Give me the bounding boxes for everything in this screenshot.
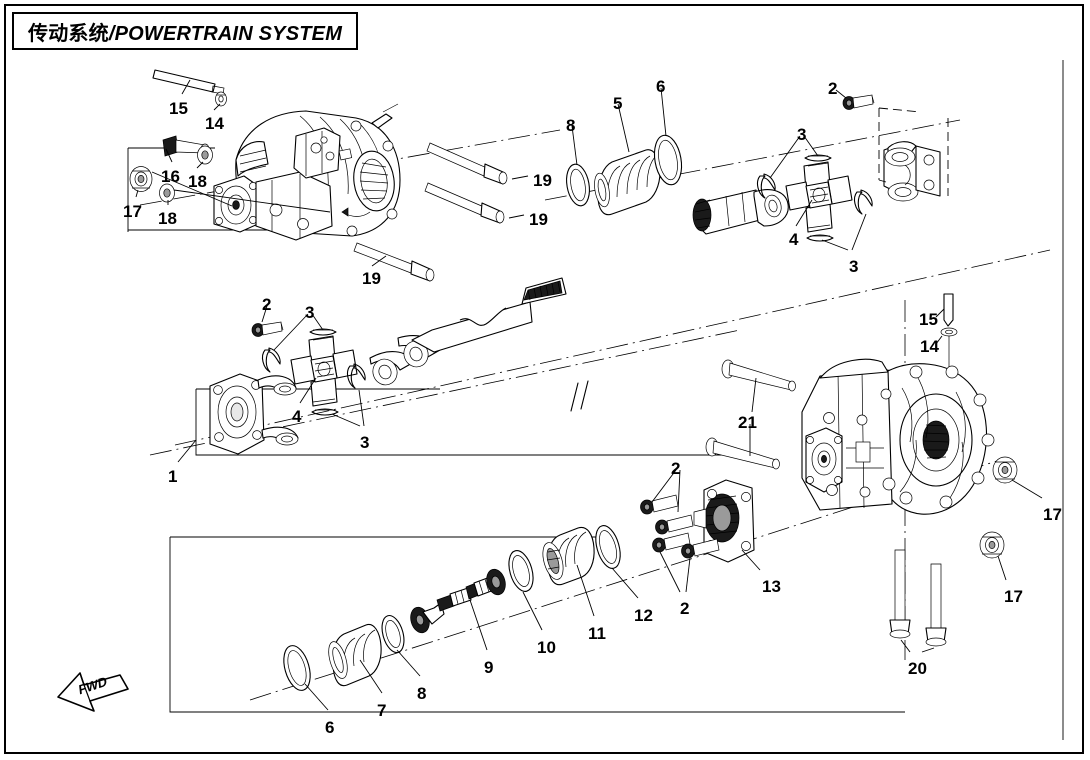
callout-12[interactable]: 12 xyxy=(634,606,653,625)
callout-2c[interactable]: 2 xyxy=(671,459,681,478)
part-20-bolt-a xyxy=(889,549,911,639)
page-title: 传动系统/POWERTRAIN SYSTEM xyxy=(28,17,342,46)
callout-6b[interactable]: 6 xyxy=(325,718,335,737)
part-17-nut-right-b xyxy=(979,531,1005,559)
rear-gearbox-assembly xyxy=(705,293,1018,647)
part-19-bolt-c xyxy=(353,242,435,282)
callout-8a[interactable]: 8 xyxy=(566,116,576,135)
callout-2a[interactable]: 2 xyxy=(262,295,272,314)
part-6-clamp-upper xyxy=(653,134,683,186)
part-21-bolt-a xyxy=(721,359,796,392)
front-differential-housing xyxy=(213,103,401,241)
callout-20[interactable]: 20 xyxy=(908,659,927,678)
callout-19c[interactable]: 19 xyxy=(362,269,381,288)
front-shaft-stub-yoke xyxy=(692,189,789,235)
part-3-snap-ring-mid-d xyxy=(346,363,366,389)
propeller-shaft-tube xyxy=(369,277,567,386)
callout-18a[interactable]: 18 xyxy=(188,172,207,191)
part-14-clip-right xyxy=(940,327,958,337)
page-title-chinese: 传动系统 xyxy=(28,20,109,45)
forward-direction-marker: FWD xyxy=(48,655,168,717)
callout-3a[interactable]: 3 xyxy=(305,303,315,322)
part-3-snap-ring-mid-c xyxy=(311,408,339,416)
callout-leader-lines xyxy=(135,79,1043,711)
page-title-english: POWERTRAIN SYSTEM xyxy=(114,22,343,45)
part-2-bolt-lower-c xyxy=(652,532,691,553)
front-flange-yoke xyxy=(883,141,941,202)
callout-6a[interactable]: 6 xyxy=(656,77,666,96)
callout-4b[interactable]: 4 xyxy=(789,230,799,249)
part-15-pin-right xyxy=(943,293,954,327)
callout-17a[interactable]: 17 xyxy=(123,202,142,221)
rear-gearbox-housing xyxy=(801,358,995,515)
part-17-nut-left xyxy=(129,166,153,192)
callout-19a[interactable]: 19 xyxy=(533,171,552,190)
part-12-outer-ring xyxy=(595,525,621,569)
callout-21[interactable]: 21 xyxy=(738,413,757,432)
part-8-clamp-lower xyxy=(381,614,405,654)
part-7-boot-lower xyxy=(328,623,382,687)
callout-19b[interactable]: 19 xyxy=(529,210,548,229)
part-5-boot-upper xyxy=(594,149,661,216)
part-21-bolt-b xyxy=(705,437,780,470)
part-2-bolt-upper-right xyxy=(842,94,875,110)
callout-10[interactable]: 10 xyxy=(537,638,556,657)
callout-5[interactable]: 5 xyxy=(613,94,623,113)
fwd-arrow-icon xyxy=(57,672,129,712)
part-8-clamp-upper xyxy=(566,163,590,207)
page-title-separator: / xyxy=(108,22,115,45)
callout-15a[interactable]: 15 xyxy=(169,99,188,118)
part-14-clip-upper-left xyxy=(215,91,227,107)
propeller-shaft-assembly xyxy=(209,277,567,455)
callout-3b[interactable]: 3 xyxy=(360,433,370,452)
callout-2b[interactable]: 2 xyxy=(828,79,838,98)
part-4-universal-joint-cross-upper xyxy=(785,161,853,233)
callout-17c[interactable]: 17 xyxy=(1004,587,1023,606)
part-4-universal-joint-cross-middle xyxy=(290,335,358,407)
front-companion-flange xyxy=(209,373,299,455)
part-10-ring xyxy=(508,550,534,592)
callout-14a[interactable]: 14 xyxy=(205,114,224,133)
part-19-bolt-a xyxy=(426,142,508,185)
page-border xyxy=(4,4,1084,754)
callout-11[interactable]: 11 xyxy=(588,624,606,643)
part-2-bolt-lower-d xyxy=(681,538,720,559)
callout-17b[interactable]: 17 xyxy=(1043,505,1062,524)
part-3-snap-ring-upper-c xyxy=(806,234,834,242)
callout-4a[interactable]: 4 xyxy=(292,407,302,426)
callout-18b[interactable]: 18 xyxy=(158,209,177,228)
callout-3c[interactable]: 3 xyxy=(797,125,807,144)
part-18-washer-a xyxy=(197,145,213,165)
part-2-bolt-lower-a xyxy=(640,494,679,515)
callout-8b[interactable]: 8 xyxy=(417,684,427,703)
callout-3d[interactable]: 3 xyxy=(849,257,859,276)
part-19-bolt-b xyxy=(424,182,505,224)
part-17-nut-right-a xyxy=(992,456,1018,484)
part-11-cv-joint-housing xyxy=(542,526,595,586)
part-3-snap-ring-mid-b xyxy=(261,347,281,373)
part-2-bolt-lower-b xyxy=(655,514,694,535)
callout-15b[interactable]: 15 xyxy=(919,310,938,329)
callout-1[interactable]: 1 xyxy=(168,467,178,486)
callout-16[interactable]: 16 xyxy=(161,167,180,186)
part-3-snap-ring-upper-d xyxy=(853,189,873,215)
callout-13[interactable]: 13 xyxy=(762,577,781,596)
part-18-washer-b xyxy=(159,183,175,203)
diagram-title-box: 传动系统/POWERTRAIN SYSTEM xyxy=(12,12,359,50)
callout-2d[interactable]: 2 xyxy=(680,599,690,618)
callout-9[interactable]: 9 xyxy=(484,658,494,677)
callout-14b[interactable]: 14 xyxy=(920,337,939,356)
part-2-bolt-middle-left xyxy=(251,321,284,337)
rear-axle-shaft-assembly xyxy=(283,479,755,691)
callout-7[interactable]: 7 xyxy=(377,701,387,720)
front-driveshaft-universal-joint xyxy=(566,94,949,242)
part-9-inner-joint xyxy=(410,568,506,634)
part-20-bolt-b xyxy=(925,563,947,647)
part-6-clamp-lower xyxy=(283,645,311,691)
